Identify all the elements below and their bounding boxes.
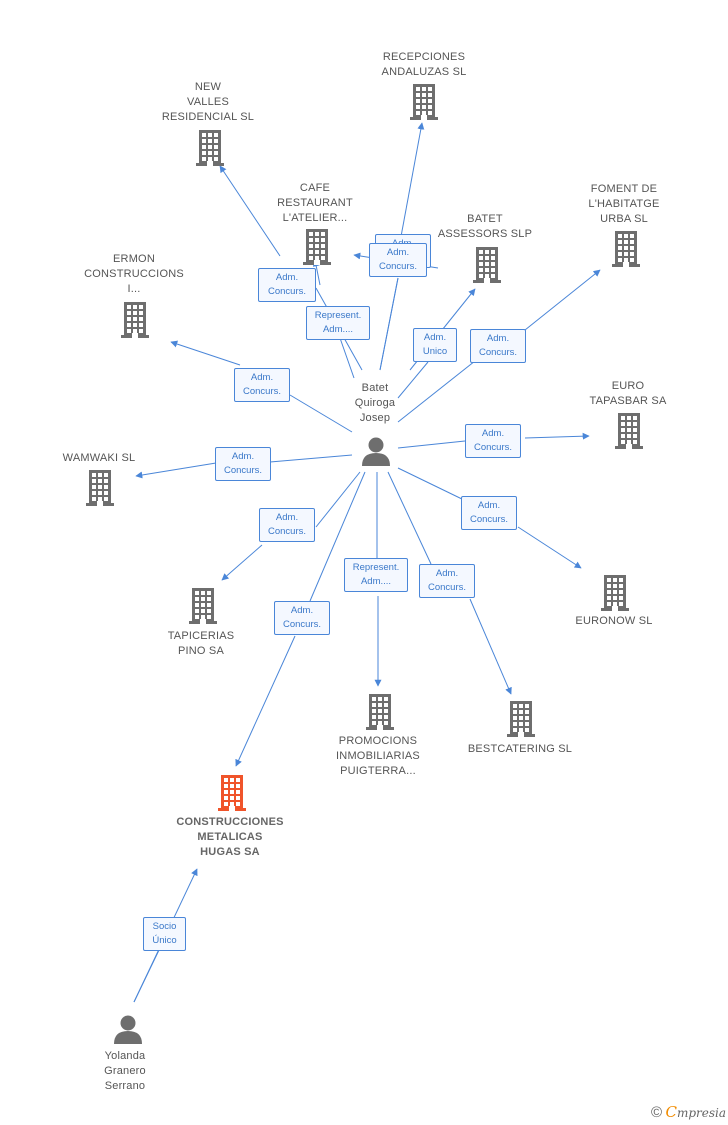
role-badge: Adm. Concurs. [465, 424, 521, 458]
edge-line-batet-assessors-start [397, 361, 429, 399]
edge-line-euronow [517, 526, 582, 569]
edge-line-construcciones [235, 635, 296, 767]
edge-line-bestcatering [469, 598, 512, 695]
building-icon [121, 302, 149, 343]
node-label: WAMWAKI SL [62, 452, 136, 464]
edge-line-recepciones [399, 122, 425, 243]
building-icon [473, 247, 501, 288]
building-icon [218, 775, 246, 816]
edge-line-new-valles [219, 165, 281, 257]
node-label: EURONOW SL [575, 615, 653, 627]
role-badge: Adm. Concurs. [258, 268, 316, 302]
edge-line-bestcatering-start [387, 471, 432, 565]
edge-line-wamwaki-start [269, 454, 353, 463]
building-icon [189, 588, 217, 629]
role-badge: Adm. Concurs. [470, 329, 526, 363]
brand-initial: C [665, 1103, 677, 1121]
edge-line-foment-start [397, 360, 476, 423]
person-icon [361, 436, 391, 471]
role-badge: Adm. Concurs. [215, 447, 271, 481]
role-badge: Adm. Concurs. [259, 508, 315, 542]
building-icon [303, 229, 331, 270]
person-icon [113, 1014, 143, 1049]
edge-line-foment [524, 269, 601, 331]
building-icon [615, 413, 643, 454]
node-label: EURO TAPASBAR SA [589, 380, 667, 407]
edge-line-wamwaki [135, 462, 217, 479]
brand-name: mpresia [676, 1106, 726, 1120]
edge-line-euro-tapasbar [524, 432, 590, 440]
edge-line-tapicerias-start [315, 471, 361, 528]
edge-line-cafe-start [379, 277, 399, 371]
edge-line-euronow-start [397, 467, 465, 501]
node-label: CONSTRUCCIONES METALICAS HUGAS SA [176, 816, 284, 858]
role-badge: Adm. Concurs. [274, 601, 330, 635]
node-label: NEW VALLES RESIDENCIAL SL [161, 81, 255, 123]
edge-line-cafe-start [339, 337, 355, 379]
role-badge: Socio Único [143, 917, 186, 951]
edge-line-ermon-start [289, 394, 353, 433]
role-badge: Represent. Adm.... [344, 558, 408, 592]
building-icon [366, 694, 394, 735]
node-label: BESTCATERING SL [467, 743, 573, 755]
copyright-symbol: © [651, 1104, 663, 1121]
role-badge: Adm. Concurs. [234, 368, 290, 402]
node-label: TAPICERIAS PINO SA [167, 630, 235, 657]
node-label: FOMENT DE L'HABITATGE URBA SL [588, 183, 660, 225]
node-label: Yolanda Granero Serrano [104, 1050, 146, 1092]
building-icon [601, 575, 629, 616]
node-label: ERMON CONSTRUCCIONS I... [84, 253, 184, 295]
edge-line-euro-tapasbar-start [397, 440, 466, 449]
building-icon [410, 84, 438, 125]
role-badge: Adm. Concurs. [369, 243, 427, 277]
role-badge: Adm. Concurs. [461, 496, 517, 530]
role-badge: Represent. Adm.... [306, 306, 370, 340]
role-badge: Adm. Concurs. [419, 564, 475, 598]
node-label: PROMOCIONS INMOBILIARIAS PUIGTERRA... [336, 735, 420, 777]
footer-brand: © Cmpresia [651, 1103, 726, 1121]
node-label: RECEPCIONES ANDALUZAS SL [381, 51, 467, 78]
building-icon [507, 701, 535, 742]
edge-line-yolanda-start [133, 947, 161, 1003]
building-icon [196, 130, 224, 171]
edge-line-ermon [170, 340, 241, 366]
node-label: CAFE RESTAURANT L'ATELIER... [277, 182, 353, 224]
building-icon [86, 470, 114, 511]
building-icon [612, 231, 640, 272]
edge-line-tapicerias [221, 544, 263, 581]
edge-line-construcciones-start [309, 471, 366, 602]
node-label: Batet Quiroga Josep [354, 382, 396, 424]
role-badge: Adm. Unico [413, 328, 457, 362]
node-label: BATET ASSESSORS SLP [437, 213, 533, 240]
